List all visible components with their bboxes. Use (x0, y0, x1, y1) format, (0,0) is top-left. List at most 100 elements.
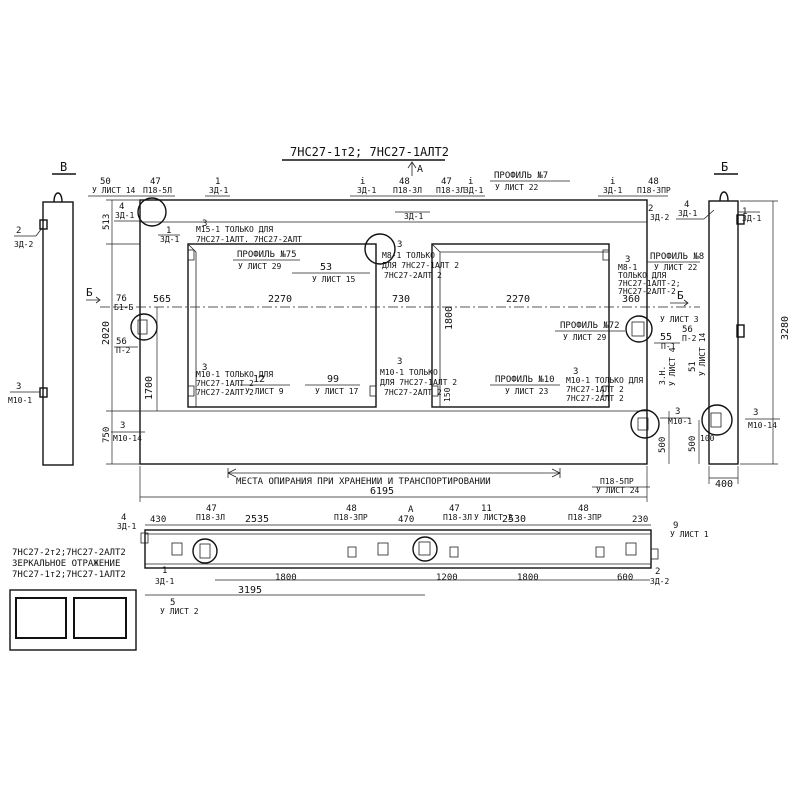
dim-730: 730 (392, 294, 410, 305)
reveal (187, 243, 197, 407)
note-list23: У ЛИСТ 23 (505, 387, 549, 396)
note-3d: 3 (202, 363, 207, 373)
top-list22: У ЛИСТ 22 (495, 183, 539, 192)
cut-b-left-arrow-icon (86, 296, 101, 304)
detail-circle-right-mid (625, 315, 653, 343)
note-m15-b: 7НС27-1АЛТ. 7НС27-2АЛТ (196, 235, 302, 244)
top-profil7: ПРОФИЛЬ №7 (494, 171, 548, 181)
top-zd1b: ЗД-1 (357, 186, 376, 195)
right-lbl-list14: У ЛИСТ 14 (698, 332, 707, 376)
right-lbl-zd1: ЗД-1 (678, 209, 697, 218)
mirror-line1: 7НС27-2т2;7НС27-2АЛТ2 (12, 548, 126, 558)
right-lbl-3: 3 (753, 408, 758, 418)
right-dim-100: 100 (700, 434, 715, 443)
dim-2020: 2020 (101, 321, 112, 345)
cut-b-right-label: Б (677, 289, 684, 302)
embed (637, 417, 649, 431)
note-list22b: У ЛИСТ 22 (654, 263, 698, 272)
note-p1: П-1 (661, 342, 676, 351)
note-1: 1 (166, 226, 171, 236)
detail-circle-left-mid (130, 313, 158, 341)
right-lbl-4: 4 (684, 200, 689, 210)
top-dim-2: 2 (648, 204, 653, 214)
plan-n11: 11 (481, 504, 492, 514)
plan-loop-2 (377, 542, 389, 556)
top-dim-1b: i (360, 177, 365, 187)
note-m10-br-b: 7НС27-1АЛТ 2 (566, 385, 624, 394)
plan-p18-3l: П18-3Л (196, 513, 225, 522)
right-lbl-51: 51 (688, 361, 698, 372)
embed (449, 546, 459, 558)
plan-n47b: 47 (449, 504, 460, 514)
top-dim-48b: 48 (648, 177, 659, 187)
note-profil75: ПРОФИЛЬ №75 (237, 250, 297, 260)
note-p2: П-2 (682, 334, 697, 343)
embed (602, 385, 610, 397)
embed (137, 319, 148, 335)
dim-6195: 6195 (370, 486, 394, 497)
note-m10-mid-c: 7НС27-2АЛТ 2 (384, 388, 442, 397)
note-list3: У ЛИСТ 3 (660, 315, 699, 324)
left-lbl-3: 3 (16, 382, 21, 392)
plan-p18-3pr-b: П18-3ПР (568, 513, 602, 522)
embed (631, 321, 645, 337)
note-list29a: У ЛИСТ 29 (238, 262, 282, 271)
plan-p18-3pr: П18-3ПР (334, 513, 368, 522)
plan-dim-2535: 2535 (245, 514, 269, 525)
note-profil72: ПРОФИЛЬ №72 (560, 321, 620, 331)
top-list14: У ЛИСТ 14 (92, 186, 136, 195)
note-list4: У ЛИСТ 4 (668, 347, 677, 386)
plan-n47a: 47 (206, 504, 217, 514)
detail-circle-bottom-right (630, 409, 660, 439)
top-dim-1c: i (468, 177, 473, 187)
note-p18-5pr: П18-5ПР (600, 477, 634, 486)
left-lbl-56: 56 (116, 337, 127, 347)
plan-zd2: ЗД-2 (650, 577, 669, 586)
dim-99: 99 (327, 374, 339, 385)
plan-dim-230: 230 (632, 515, 648, 525)
note-zn: З.Н. (658, 366, 667, 385)
main-panel-outline (139, 199, 648, 465)
plan-list2: У ЛИСТ 2 (474, 513, 513, 522)
right-lbl-zd1b: ЗД-1 (742, 214, 761, 223)
leader (703, 209, 715, 220)
plan-zd1: ЗД-1 (117, 522, 136, 531)
window-opening-right (431, 243, 610, 408)
note-3c: 3 (625, 255, 630, 265)
plan-loop-1 (171, 542, 183, 556)
view-b-label: В (60, 160, 67, 174)
note-m8-1d: 7НС27-2АЛТ-2 (618, 287, 676, 296)
embed (187, 385, 195, 397)
right-dim-500: 500 (688, 436, 698, 452)
left-lbl-m10: М10-1 (8, 396, 32, 405)
detail-circle-top-left (137, 197, 167, 227)
plan-dim-3195: 3195 (238, 585, 262, 596)
embed (431, 385, 439, 397)
left-lbl-zd1: ЗД-1 (115, 211, 134, 220)
list17: У ЛИСТ 17 (315, 387, 359, 396)
note-m10-br-c: 7НС27-2АЛТ 2 (566, 394, 624, 403)
top-zd1c: ЗД-1 (464, 186, 483, 195)
note-zd1: ЗД-1 (160, 235, 179, 244)
note-m10-bl-c: 7НС27-2АЛТ 2 (196, 388, 254, 397)
note-list24: У ЛИСТ 24 (596, 486, 640, 495)
embed (595, 546, 605, 558)
embed (140, 532, 149, 544)
note-3a: 3 (202, 219, 207, 229)
dim-53: 53 (320, 262, 332, 273)
right-lifting-loop-icon (719, 191, 729, 202)
note-m10-mid-a: М10-1 ТОЛЬКО (380, 368, 438, 377)
left-lifting-loop-icon (53, 192, 63, 203)
left-side-panel (42, 201, 74, 466)
dim-1700: 1700 (144, 376, 155, 400)
dim-360: 360 (622, 294, 640, 305)
dim-3280: 3280 (780, 316, 791, 340)
plan-dim-2530: 2530 (502, 514, 526, 525)
mirror-window-2 (73, 597, 127, 639)
plan-a-label: А (408, 505, 414, 515)
plan-detail-circle-1 (192, 538, 218, 564)
top-p18-3pr: П18-3ПР (637, 186, 671, 195)
dim-12: 12 (253, 374, 265, 385)
